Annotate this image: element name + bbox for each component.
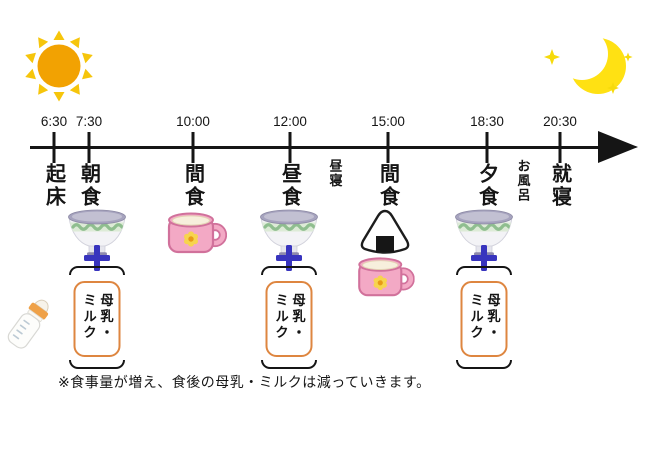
event-label-bedtime: 就寝: [548, 163, 571, 209]
bracket-bottom: [261, 360, 317, 369]
bracket-top: [456, 266, 512, 275]
rice-ball-icon: [359, 209, 411, 254]
time-label: 6:30: [40, 114, 68, 129]
tick-2030: [558, 132, 562, 163]
milk-box-breakfast: 母乳・ミルク: [73, 281, 121, 357]
milk-box-lunch: 母乳・ミルク: [265, 281, 313, 357]
event-label-nap: 昼寝: [327, 159, 343, 188]
pink-cup-icon: [167, 211, 227, 257]
event-label-lunch: 昼食: [278, 163, 301, 209]
arrow-right-icon: [598, 131, 638, 163]
tick-0730: [87, 132, 91, 163]
plus-icon: [471, 245, 497, 271]
time-label: 18:30: [470, 114, 504, 129]
plus-icon: [84, 245, 110, 271]
sun-icon: [25, 30, 93, 102]
bracket-top: [69, 266, 125, 275]
tick-1830: [485, 132, 489, 163]
tick-1500: [386, 132, 390, 163]
milk-label: 母乳・ミルク: [81, 293, 113, 341]
time-label: 20:30: [543, 114, 577, 129]
time-label: 7:30: [75, 114, 103, 129]
moon-with-stars-icon: [543, 28, 633, 94]
pink-cup-icon: [357, 256, 415, 300]
event-label-dinner: 夕食: [475, 163, 498, 209]
footnote-text: ※食事量が増え、食後の母乳・ミルクは減っていきます。: [58, 374, 431, 390]
milk-label: 母乳・ミルク: [468, 293, 500, 341]
tick-1000: [191, 132, 195, 163]
bracket-bottom: [456, 360, 512, 369]
milk-label: 母乳・ミルク: [273, 293, 305, 341]
event-label-snack-am: 間食: [181, 163, 204, 209]
baby-bottle-icon: [0, 291, 60, 358]
event-label-bath: お風呂: [515, 159, 531, 203]
time-label: 12:00: [273, 114, 307, 129]
time-label: 15:00: [371, 114, 405, 129]
tick-1200: [288, 132, 292, 163]
timeline-axis: [30, 146, 602, 149]
milk-box-dinner: 母乳・ミルク: [460, 281, 508, 357]
bracket-top: [261, 266, 317, 275]
bracket-bottom: [69, 360, 125, 369]
tick-0630: [52, 132, 56, 163]
event-label-wake: 起床: [42, 163, 65, 209]
event-label-snack-pm: 間食: [376, 163, 399, 209]
plus-icon: [276, 245, 302, 271]
time-label: 10:00: [176, 114, 210, 129]
event-label-breakfast: 朝食: [77, 163, 100, 209]
